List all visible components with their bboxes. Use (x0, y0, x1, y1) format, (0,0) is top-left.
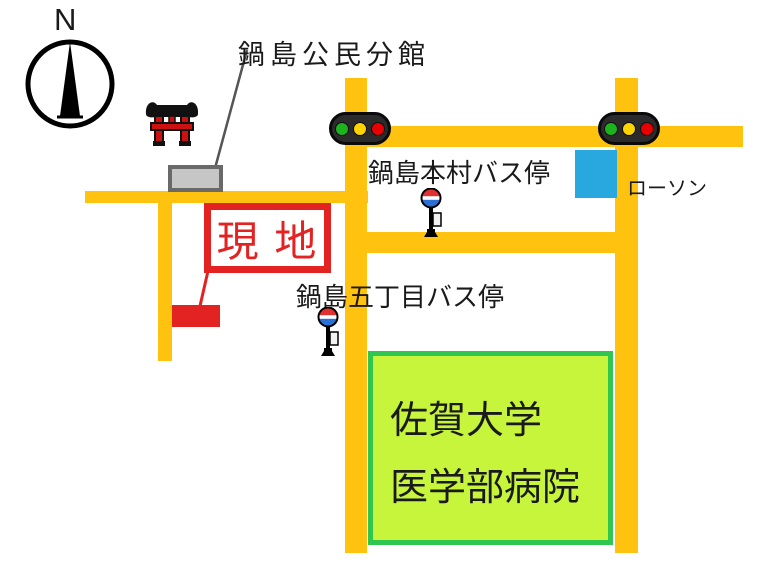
road-horizontal-left (85, 191, 368, 203)
traffic-light-icon-left (329, 112, 391, 145)
leader-line-site (198, 270, 210, 307)
hospital-label-line1: 佐賀大学 (390, 400, 543, 442)
road-horizontal-middle (345, 232, 638, 253)
road-horizontal-top (345, 126, 743, 147)
compass-icon (25, 39, 115, 129)
road-vertical-right (615, 78, 638, 553)
hospital-building: 佐賀大学 医学部病院 (368, 351, 613, 545)
lawson-label: ローソン (627, 178, 707, 200)
hospital-label-line2: 医学部病院 (390, 467, 581, 509)
compass-north-label: N (54, 2, 77, 37)
torii-icon (145, 102, 199, 146)
traffic-lamp-yellow (622, 121, 636, 136)
lawson-building (575, 150, 617, 198)
bus-stop-icon-honmura (420, 188, 442, 237)
community-center-building (168, 165, 223, 192)
traffic-lamp-red (640, 121, 654, 136)
road-vertical-small-left (158, 191, 172, 361)
road-vertical-main (345, 78, 367, 553)
bus-stop-honmura-label: 鍋島本村バス停 (368, 158, 551, 188)
site-callout-box: 現 地 (204, 203, 331, 273)
traffic-lamp-green (335, 121, 349, 136)
traffic-lamp-red (371, 121, 385, 136)
bus-stop-icon-gochome (317, 307, 339, 356)
traffic-lamp-yellow (353, 121, 367, 136)
traffic-light-icon-right (598, 112, 660, 145)
community-center-label: 鍋島公民分館 (238, 40, 430, 70)
traffic-lamp-green (604, 121, 618, 136)
site-building (172, 305, 220, 327)
